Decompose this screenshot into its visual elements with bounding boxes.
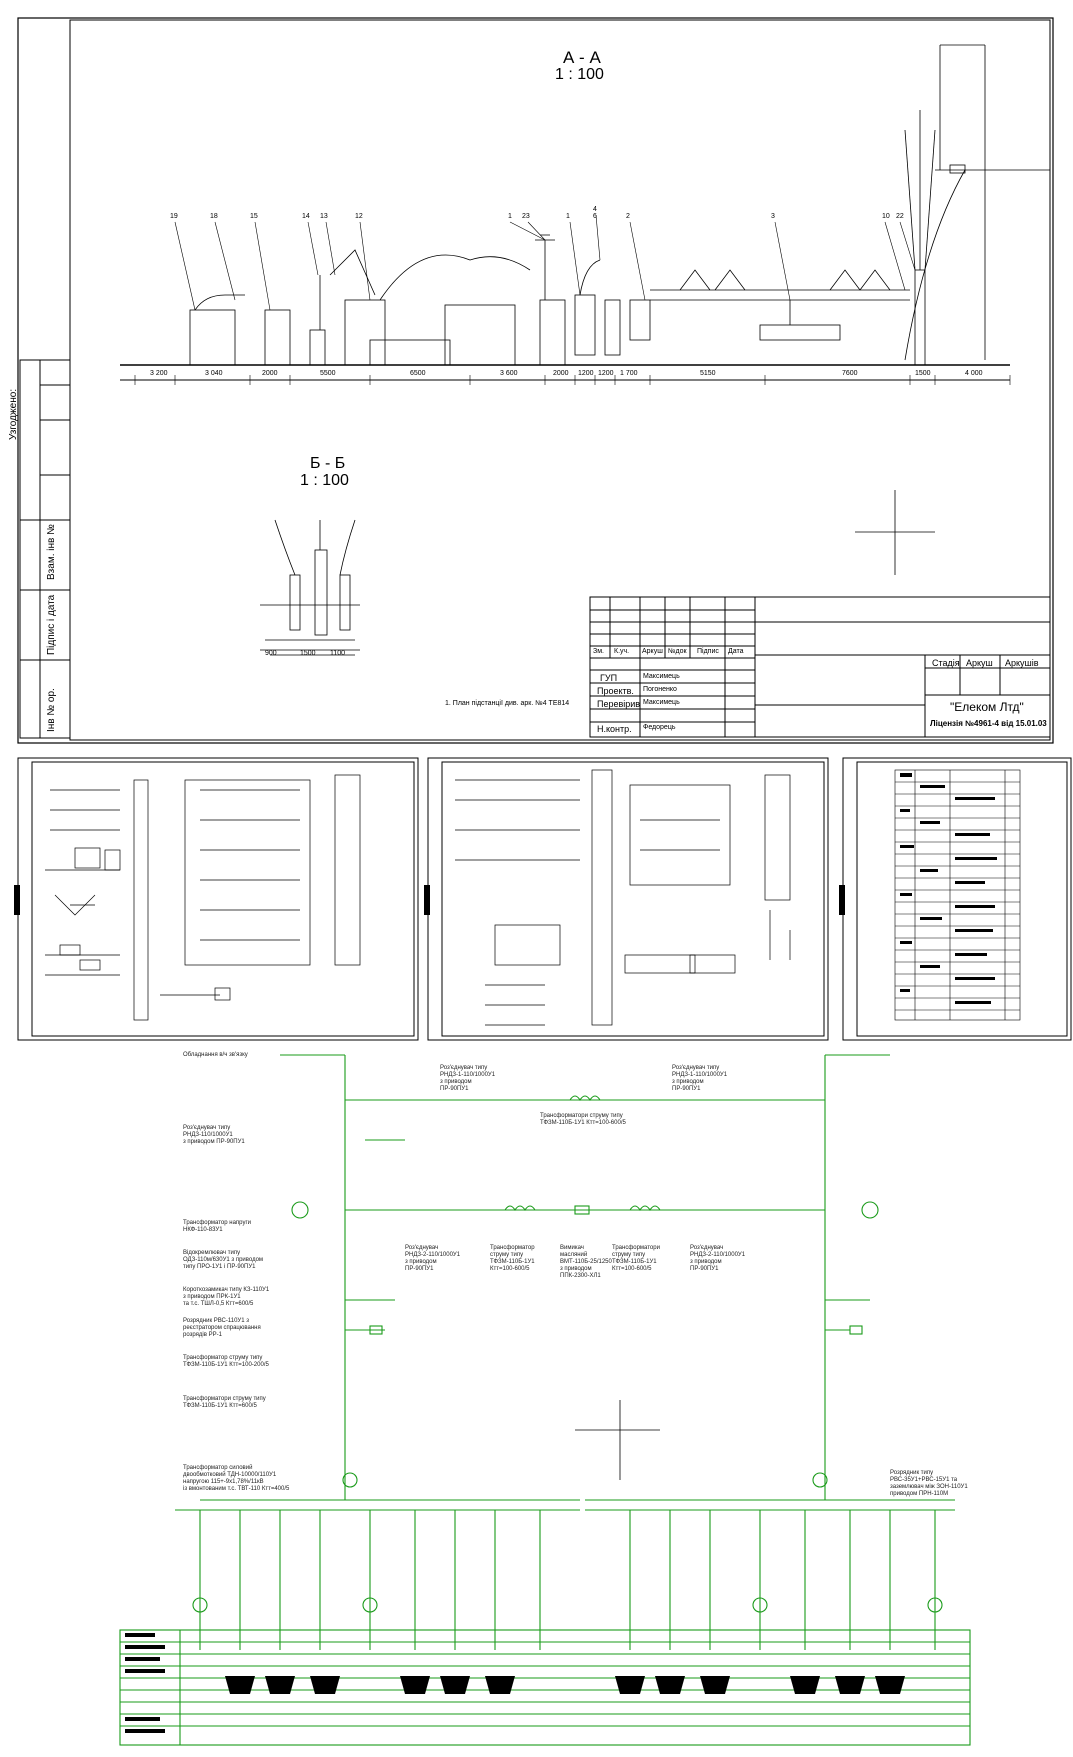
marker: 13 — [320, 213, 328, 220]
scheme-label: Обладнання в/ч зв'язку — [183, 1052, 248, 1058]
scheme-label: Роз'єднувач типу РНДЗ-110/1000У1 з приво… — [183, 1125, 245, 1145]
scheme-label: Роз'єднувач типу РНДЗ-1-110/1000У1 з при… — [440, 1065, 496, 1092]
tb-header: Аркуш — [642, 648, 663, 655]
section-aa-title: А - А — [563, 48, 601, 67]
tb-header: Дата — [728, 648, 744, 655]
tb-header: №док — [668, 648, 687, 655]
marker: 1 — [508, 213, 512, 220]
tb-header: Підпис — [697, 648, 719, 655]
marker: 3 — [771, 213, 775, 220]
license-text: Ліцензія №4961-4 від 15.01.03 — [930, 719, 1047, 728]
dim-label: 5500 — [320, 370, 336, 377]
tb-name: Погоненко — [643, 686, 677, 693]
tb-role: Перевірив — [597, 699, 641, 709]
marker: 2 — [626, 213, 630, 220]
dim-label: 3 040 — [205, 370, 223, 377]
scheme-label: Відокремлювач типу ОДЗ-110м/630У1 з прив… — [183, 1250, 264, 1270]
dim-label: 1200 — [598, 370, 614, 377]
scheme-label: Трансформатор напруги НКФ-110-83У1 — [183, 1220, 251, 1233]
scheme-label: Трансформатор силовий двообмотковий ТДН-… — [183, 1465, 290, 1492]
tb-role: ГУП — [600, 673, 618, 683]
marker: 22 — [896, 213, 904, 220]
scheme-label: Роз'єднувач РНДЗ-2-110/1000У1 з приводом… — [690, 1245, 746, 1272]
tb-header: К.уч. — [614, 648, 630, 655]
marker: 4 — [593, 206, 597, 213]
tb-stage: Стадія — [932, 658, 960, 668]
marker: 1 — [566, 213, 570, 220]
inv-orig-label: Інв № ор. — [46, 688, 57, 732]
dim-label: 1 700 — [620, 370, 638, 377]
scheme-label: Роз'єднувач РНДЗ-2-110/1000У1 з приводом… — [405, 1245, 461, 1272]
tb-name: Максимець — [643, 699, 680, 706]
drawing-note: 1. План підстанції див. арк. №4 ТЕ814 — [445, 700, 570, 707]
dim-label: 4 000 — [965, 370, 983, 377]
tb-sheets: Аркушів — [1005, 658, 1039, 668]
sign-date-label: Підпис і дата — [46, 594, 57, 655]
tb-role: Н.контр. — [597, 724, 632, 734]
tb-role: Проектв. — [597, 686, 634, 696]
tb-header: Зм. — [593, 648, 604, 655]
dim-label: 5150 — [700, 370, 716, 377]
scheme-label: Короткозамикач типу КЗ-110У1 з приводом … — [183, 1287, 270, 1307]
marker: 18 — [210, 213, 218, 220]
tb-sheet: Аркуш — [966, 658, 993, 668]
marker: 14 — [302, 213, 310, 220]
marker: 15 — [250, 213, 258, 220]
section-aa-scale: 1 : 100 — [555, 66, 604, 83]
dim-label: 6500 — [410, 370, 426, 377]
dim-label: 2000 — [553, 370, 569, 377]
dim-label: 2000 — [262, 370, 278, 377]
marker: 23 — [522, 213, 530, 220]
dim-label: 1100 — [330, 650, 346, 657]
marker: 6 — [593, 213, 597, 220]
tb-name: Федорець — [643, 724, 676, 731]
scheme-label: Трансформатори струму типу ТФЗМ-110Б-1У1… — [183, 1396, 266, 1409]
tb-name: Максимець — [643, 673, 680, 680]
scheme-label: Роз'єднувач типу РНДЗ-1-110/1000У1 з при… — [672, 1065, 728, 1092]
scheme-label: Розрядник РВС-110У1 з реєстратором спрац… — [183, 1318, 261, 1338]
section-bb-title: Б - Б — [310, 455, 346, 472]
company-name: "Елеком Лтд" — [950, 700, 1024, 714]
scheme-label: Трансформатори струму типу ТФЗМ-110Б-1У1… — [612, 1245, 660, 1272]
dim-label: 3 600 — [500, 370, 518, 377]
scheme-label: Вимикач масляний ВМТ-110Б-25/1250 з прив… — [560, 1245, 612, 1279]
scheme-label: Розрядник типу РВС-35У1+РВС-15У1 та зазе… — [890, 1470, 968, 1497]
scheme-label: Трансформатор струму типу ТФЗМ-110Б-1У1 … — [490, 1245, 535, 1272]
dim-label: 7600 — [842, 370, 858, 377]
marker: 19 — [170, 213, 178, 220]
inv-label: Взам. інв № — [46, 524, 57, 580]
section-bb-scale: 1 : 100 — [300, 472, 349, 489]
approved-label: Узгоджено: — [8, 388, 19, 440]
marker: 10 — [882, 213, 890, 220]
dim-label: 1500 — [915, 370, 931, 377]
scheme-label: Трансформатори струму типу ТФЗМ-110Б-1У1… — [540, 1113, 626, 1126]
dim-label: 900 — [265, 650, 277, 657]
dim-label: 1500 — [300, 650, 316, 657]
dim-label: 3 200 — [150, 370, 168, 377]
marker: 12 — [355, 213, 363, 220]
scheme-label: Трансформатор струму типу ТФЗМ-110Б-1У1 … — [183, 1355, 269, 1368]
dim-label: 1200 — [578, 370, 594, 377]
